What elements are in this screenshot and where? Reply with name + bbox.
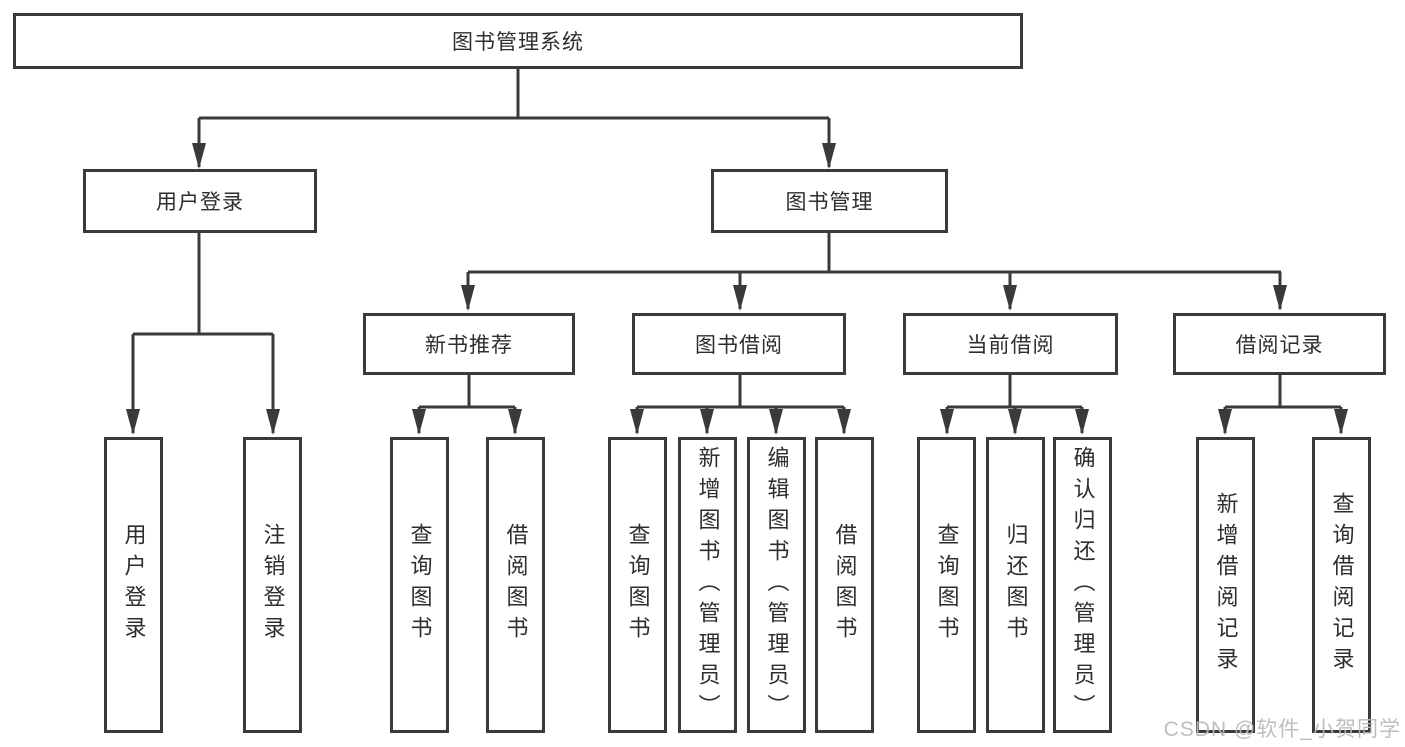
leaf-br-add-borrow-record: 新增借阅记录 bbox=[1196, 437, 1255, 733]
node-borrow-records: 借阅记录 bbox=[1173, 313, 1386, 375]
node-new-book-recommend: 新书推荐 bbox=[363, 313, 575, 375]
leaf-bb-borrow-books-label: 借阅图书 bbox=[832, 523, 858, 647]
leaf-cb-query-books-label: 查询图书 bbox=[934, 523, 960, 647]
node-user-login: 用户登录 bbox=[83, 169, 317, 233]
leaf-br-add-borrow-record-label: 新增借阅记录 bbox=[1213, 492, 1239, 678]
node-book-management: 图书管理 bbox=[711, 169, 948, 233]
leaf-bb-query-books-label: 查询图书 bbox=[625, 523, 651, 647]
leaf-bb-query-books: 查询图书 bbox=[608, 437, 667, 733]
leaf-bb-borrow-books: 借阅图书 bbox=[815, 437, 874, 733]
leaf-nbr-borrow-books-label: 借阅图书 bbox=[503, 523, 529, 647]
node-user-login-label: 用户登录 bbox=[156, 191, 244, 214]
leaf-nbr-query-books-label: 查询图书 bbox=[407, 523, 433, 647]
node-book-borrow-label: 图书借阅 bbox=[695, 334, 783, 357]
csdn-watermark: CSDN @软件_小贺同学 bbox=[1163, 718, 1401, 741]
node-new-book-recommend-label: 新书推荐 bbox=[425, 334, 513, 357]
leaf-cb-return-books: 归还图书 bbox=[986, 437, 1045, 733]
leaf-user-login-label: 用户登录 bbox=[121, 523, 147, 647]
node-current-borrow: 当前借阅 bbox=[903, 313, 1118, 375]
leaf-br-query-borrow-record-label: 查询借阅记录 bbox=[1329, 492, 1355, 678]
leaf-logout-login-label: 注销登录 bbox=[260, 523, 286, 647]
node-root: 图书管理系统 bbox=[13, 13, 1023, 69]
leaf-logout-login: 注销登录 bbox=[243, 437, 302, 733]
node-borrow-records-label: 借阅记录 bbox=[1235, 334, 1324, 357]
connector-lines bbox=[126, 69, 1348, 435]
leaf-cb-query-books: 查询图书 bbox=[917, 437, 976, 733]
leaf-cb-confirm-return-admin: 确认归还（管理员） bbox=[1053, 437, 1112, 733]
leaf-bb-edit-books-admin: 编辑图书（管理员） bbox=[747, 437, 806, 733]
connector-trunks bbox=[133, 69, 1341, 409]
leaf-nbr-query-books: 查询图书 bbox=[390, 437, 449, 733]
leaf-bb-edit-books-admin-label: 编辑图书（管理员） bbox=[764, 445, 790, 725]
node-current-borrow-label: 当前借阅 bbox=[966, 334, 1055, 357]
leaf-br-query-borrow-record: 查询借阅记录 bbox=[1312, 437, 1371, 733]
node-book-borrow: 图书借阅 bbox=[632, 313, 846, 375]
leaf-user-login: 用户登录 bbox=[104, 437, 163, 733]
leaf-bb-add-books-admin: 新增图书（管理员） bbox=[678, 437, 737, 733]
leaf-cb-return-books-label: 归还图书 bbox=[1003, 523, 1029, 647]
leaf-nbr-borrow-books: 借阅图书 bbox=[486, 437, 545, 733]
leaf-cb-confirm-return-admin-label: 确认归还（管理员） bbox=[1070, 445, 1096, 725]
node-root-label: 图书管理系统 bbox=[452, 31, 584, 54]
leaf-bb-add-books-admin-label: 新增图书（管理员） bbox=[695, 445, 721, 725]
node-book-management-label: 图书管理 bbox=[785, 191, 874, 214]
